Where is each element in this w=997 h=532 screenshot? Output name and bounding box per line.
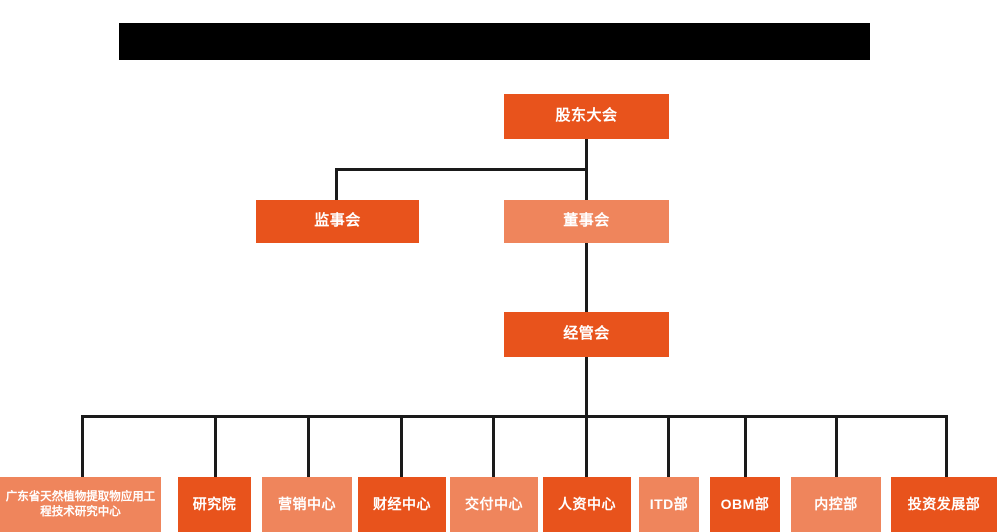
node-dept-delivery-center[interactable]: 交付中心 (450, 477, 538, 532)
connector-to-supervisors (335, 168, 338, 201)
connector-drop-dept5 (492, 415, 495, 477)
node-dept-obm[interactable]: OBM部 (710, 477, 780, 532)
node-management-committee[interactable]: 经管会 (504, 312, 669, 357)
node-dept-internal-control[interactable]: 内控部 (791, 477, 881, 532)
node-dept-research-institute[interactable]: 研究院 (178, 477, 251, 532)
connector-drop-dept3 (307, 415, 310, 477)
node-dept-investment-development[interactable]: 投资发展部 (891, 477, 997, 532)
connector-department-bus (81, 415, 947, 418)
connector-drop-dept2 (214, 415, 217, 477)
node-dept-hr-center[interactable]: 人资中心 (543, 477, 631, 532)
connector-drop-dept8 (744, 415, 747, 477)
connector-management-down (585, 355, 588, 417)
connector-drop-dept1 (81, 415, 84, 477)
redacted-title-bar (119, 23, 870, 60)
node-board-of-supervisors[interactable]: 监事会 (256, 200, 419, 243)
connector-directors-to-management (585, 241, 588, 313)
connector-drop-dept10 (945, 415, 948, 477)
connector-drop-dept9 (835, 415, 838, 477)
connector-shareholders-down (585, 138, 588, 171)
node-dept-guangdong-research-center[interactable]: 广东省天然植物提取物应用工程技术研究中心 (0, 477, 161, 532)
node-dept-marketing-center[interactable]: 营销中心 (262, 477, 352, 532)
node-shareholders-meeting[interactable]: 股东大会 (504, 94, 669, 139)
connector-drop-dept7 (667, 415, 670, 477)
connector-to-directors (585, 168, 588, 201)
node-dept-itd[interactable]: ITD部 (639, 477, 699, 532)
node-dept-finance-center[interactable]: 财经中心 (358, 477, 446, 532)
node-board-of-directors[interactable]: 董事会 (504, 200, 669, 243)
connector-drop-dept6 (585, 415, 588, 477)
connector-level2-bus (335, 168, 588, 171)
connector-drop-dept4 (400, 415, 403, 477)
